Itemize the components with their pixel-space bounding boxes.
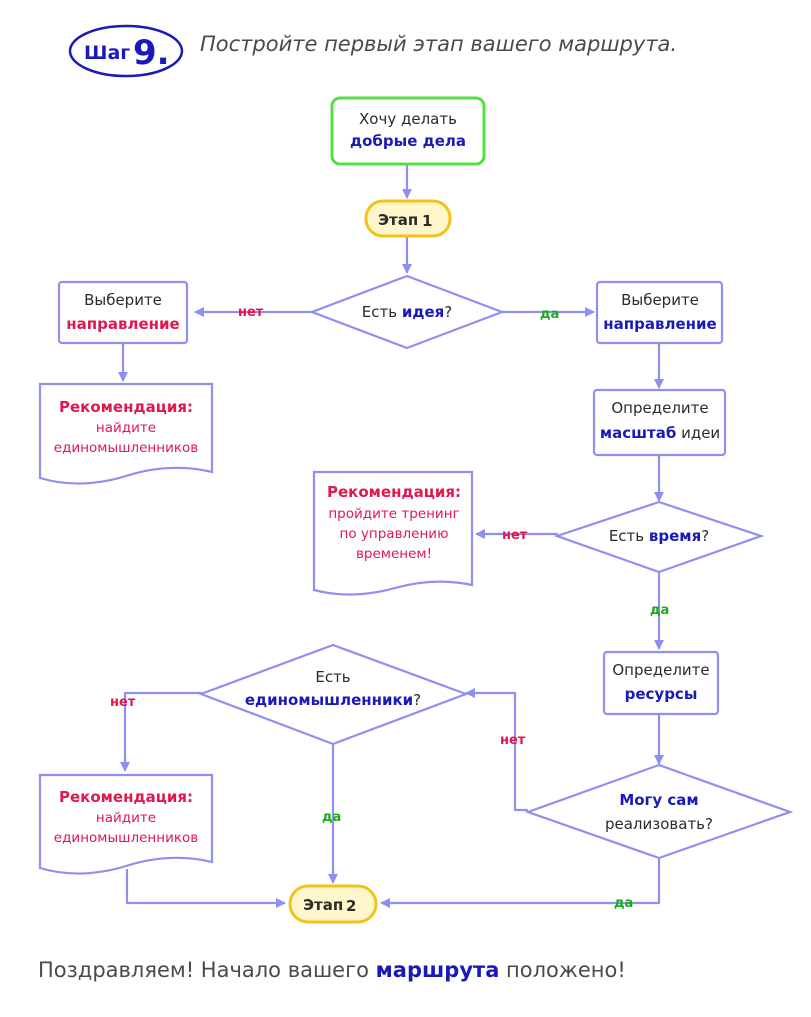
rec2-title: Рекомендация: bbox=[327, 483, 461, 501]
connectors bbox=[118, 163, 664, 908]
idea-question: Есть идея? bbox=[362, 303, 452, 321]
right-direction-node: Выберите направление bbox=[595, 280, 724, 345]
rec1-document-shape bbox=[38, 382, 214, 485]
step-word: Шаг bbox=[84, 42, 130, 64]
time-question: Есть время? bbox=[609, 527, 709, 545]
rec1-title: Рекомендация: bbox=[59, 398, 193, 416]
flowchart: Хочу делать добрые дела Этап 1 Есть идея… bbox=[38, 96, 794, 924]
resources-node: Определите ресурсы bbox=[602, 650, 720, 716]
rec3-document-shape bbox=[38, 773, 214, 875]
self-no-label: нет bbox=[500, 733, 526, 748]
self-decision: Могу сам реализовать? bbox=[524, 763, 794, 860]
start-line2: добрые дела bbox=[350, 132, 466, 150]
likeminded-no-label: нет bbox=[110, 695, 136, 710]
rec3-title: Рекомендация: bbox=[59, 788, 193, 806]
left-direction-box bbox=[57, 280, 189, 345]
edge-rec3-stage2 bbox=[125, 868, 286, 908]
idea-diamond bbox=[308, 274, 506, 350]
stage1-node: Этап 1 bbox=[364, 199, 452, 238]
rec3-line2: единомышленников bbox=[54, 830, 198, 846]
time-yes-label: да bbox=[650, 603, 669, 618]
rec2-line1: пройдите тренинг bbox=[328, 506, 459, 522]
recommendation-1: Рекомендация: найдите единомышленников bbox=[38, 382, 214, 485]
resources-line1: Определите bbox=[612, 661, 709, 679]
scale-box bbox=[592, 388, 727, 457]
likeminded-decision: Есть единомышленники? bbox=[197, 643, 470, 746]
likeminded-line1: Есть bbox=[315, 668, 350, 686]
right-direction-box bbox=[595, 280, 724, 345]
resources-box bbox=[602, 650, 720, 716]
time-diamond bbox=[553, 500, 765, 574]
rec1-line2: единомышленников bbox=[54, 440, 198, 456]
start-line1: Хочу делать bbox=[359, 110, 457, 128]
self-diamond bbox=[524, 763, 794, 860]
likeminded-line2: единомышленники? bbox=[245, 691, 421, 709]
edge-likeminded-no bbox=[120, 691, 203, 772]
step-instruction: Постройте первый этап вашего маршрута. bbox=[200, 32, 678, 56]
edge-self-no bbox=[465, 688, 529, 812]
scale-line2: масштаб идеи bbox=[600, 424, 720, 442]
step-number: 9. bbox=[133, 33, 170, 73]
rec2-document-shape bbox=[312, 470, 474, 596]
edge-self-yes bbox=[380, 856, 661, 908]
rec3-line1: найдите bbox=[96, 810, 156, 826]
stage1-word: Этап bbox=[378, 211, 418, 229]
rec2-line2: по управлению bbox=[340, 526, 449, 542]
start-node-box bbox=[330, 96, 486, 166]
recommendation-2: Рекомендация: пройдите тренинг по управл… bbox=[312, 470, 474, 596]
self-yes-label: да bbox=[614, 896, 633, 911]
scale-node: Определите масштаб идеи bbox=[592, 388, 727, 457]
congrats-text: Поздравляем! Начало вашего маршрута поло… bbox=[38, 958, 626, 982]
right-direction-line1: Выберите bbox=[621, 291, 699, 309]
rec1-line1: найдите bbox=[96, 420, 156, 436]
likeminded-diamond bbox=[197, 643, 470, 746]
stage1-pill bbox=[364, 199, 452, 238]
stage1-num: 1 bbox=[422, 212, 432, 230]
start-node: Хочу делать добрые дела bbox=[330, 96, 486, 166]
step-badge-outline bbox=[68, 24, 184, 78]
stage2-node: Этап 2 bbox=[288, 884, 378, 924]
right-direction-line2: направление bbox=[603, 315, 716, 333]
idea-decision: Есть идея? bbox=[308, 274, 506, 350]
left-direction-line1: Выберите bbox=[84, 291, 162, 309]
resources-line2: ресурсы bbox=[625, 685, 698, 703]
idea-no-label: нет bbox=[238, 305, 264, 320]
recommendation-3: Рекомендация: найдите единомышленников bbox=[38, 773, 214, 875]
rec2-line3: временем! bbox=[356, 546, 432, 562]
stage2-word: Этап bbox=[303, 896, 343, 914]
time-decision: Есть время? bbox=[553, 500, 765, 574]
self-line1: Могу сам bbox=[619, 791, 698, 809]
time-no-label: нет bbox=[502, 528, 528, 543]
scale-line1: Определите bbox=[611, 399, 708, 417]
self-line2: реализовать? bbox=[605, 815, 713, 833]
left-direction-line2: направление bbox=[66, 315, 179, 333]
stage2-num: 2 bbox=[346, 897, 356, 915]
likeminded-yes-label: да bbox=[322, 810, 341, 825]
step-badge: Шаг 9. bbox=[68, 24, 184, 78]
stage2-pill bbox=[288, 884, 378, 924]
left-direction-node: Выберите направление bbox=[57, 280, 189, 345]
idea-yes-label: да bbox=[540, 307, 559, 322]
